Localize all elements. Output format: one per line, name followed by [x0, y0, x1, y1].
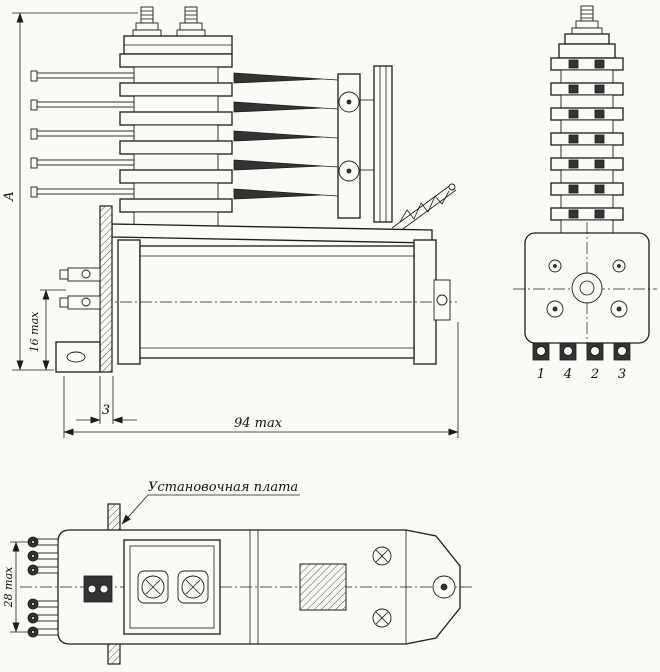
mounting-bracket — [55, 205, 113, 373]
actuator-armature — [337, 65, 393, 223]
front-view: 1 4 2 3 — [513, 5, 657, 382]
coil-terminals — [59, 267, 101, 310]
dim-94max-label: 94 max — [234, 416, 283, 431]
coil-assembly — [100, 239, 460, 365]
dimension-16-max: 16 max — [28, 289, 66, 371]
plan-mid-details — [249, 530, 392, 644]
side-view: A 16 max 3 94 max — [2, 6, 460, 438]
front-contact-stack — [550, 57, 624, 234]
front-body — [513, 222, 657, 355]
dim-16max-label: 16 max — [28, 311, 41, 352]
return-spring — [391, 183, 457, 235]
terminal-number-4: 4 — [563, 367, 572, 382]
plan-terminal-block — [83, 575, 113, 603]
dim-3-label: 3 — [102, 403, 110, 418]
dim-28max-label: 28 max — [2, 566, 15, 608]
terminal-number-3: 3 — [618, 367, 626, 382]
top-view: Установочная плата — [2, 480, 472, 665]
mounting-plate-label: Установочная плата — [148, 480, 298, 495]
plan-screw-block — [123, 539, 221, 635]
contact-blades-right — [233, 72, 339, 200]
front-bolt — [571, 5, 603, 35]
dimension-3: 3 — [76, 376, 137, 424]
yoke — [111, 223, 433, 244]
front-terminals: 1 4 2 3 — [532, 342, 631, 382]
terminal-number-2: 2 — [590, 367, 599, 382]
terminal-number-1: 1 — [537, 367, 545, 382]
dimension-28-max: 28 max — [2, 541, 28, 633]
dimension-94-max: 94 max — [63, 322, 459, 438]
stack-bolts — [132, 6, 206, 37]
plan-left-lugs — [27, 536, 59, 638]
front-stack-cap — [558, 33, 616, 59]
mounting-plate-callout: Установочная плата — [121, 480, 300, 525]
contact-blades-left — [30, 70, 135, 198]
dim-a-label: A — [2, 191, 17, 201]
contact-stack — [119, 35, 233, 229]
